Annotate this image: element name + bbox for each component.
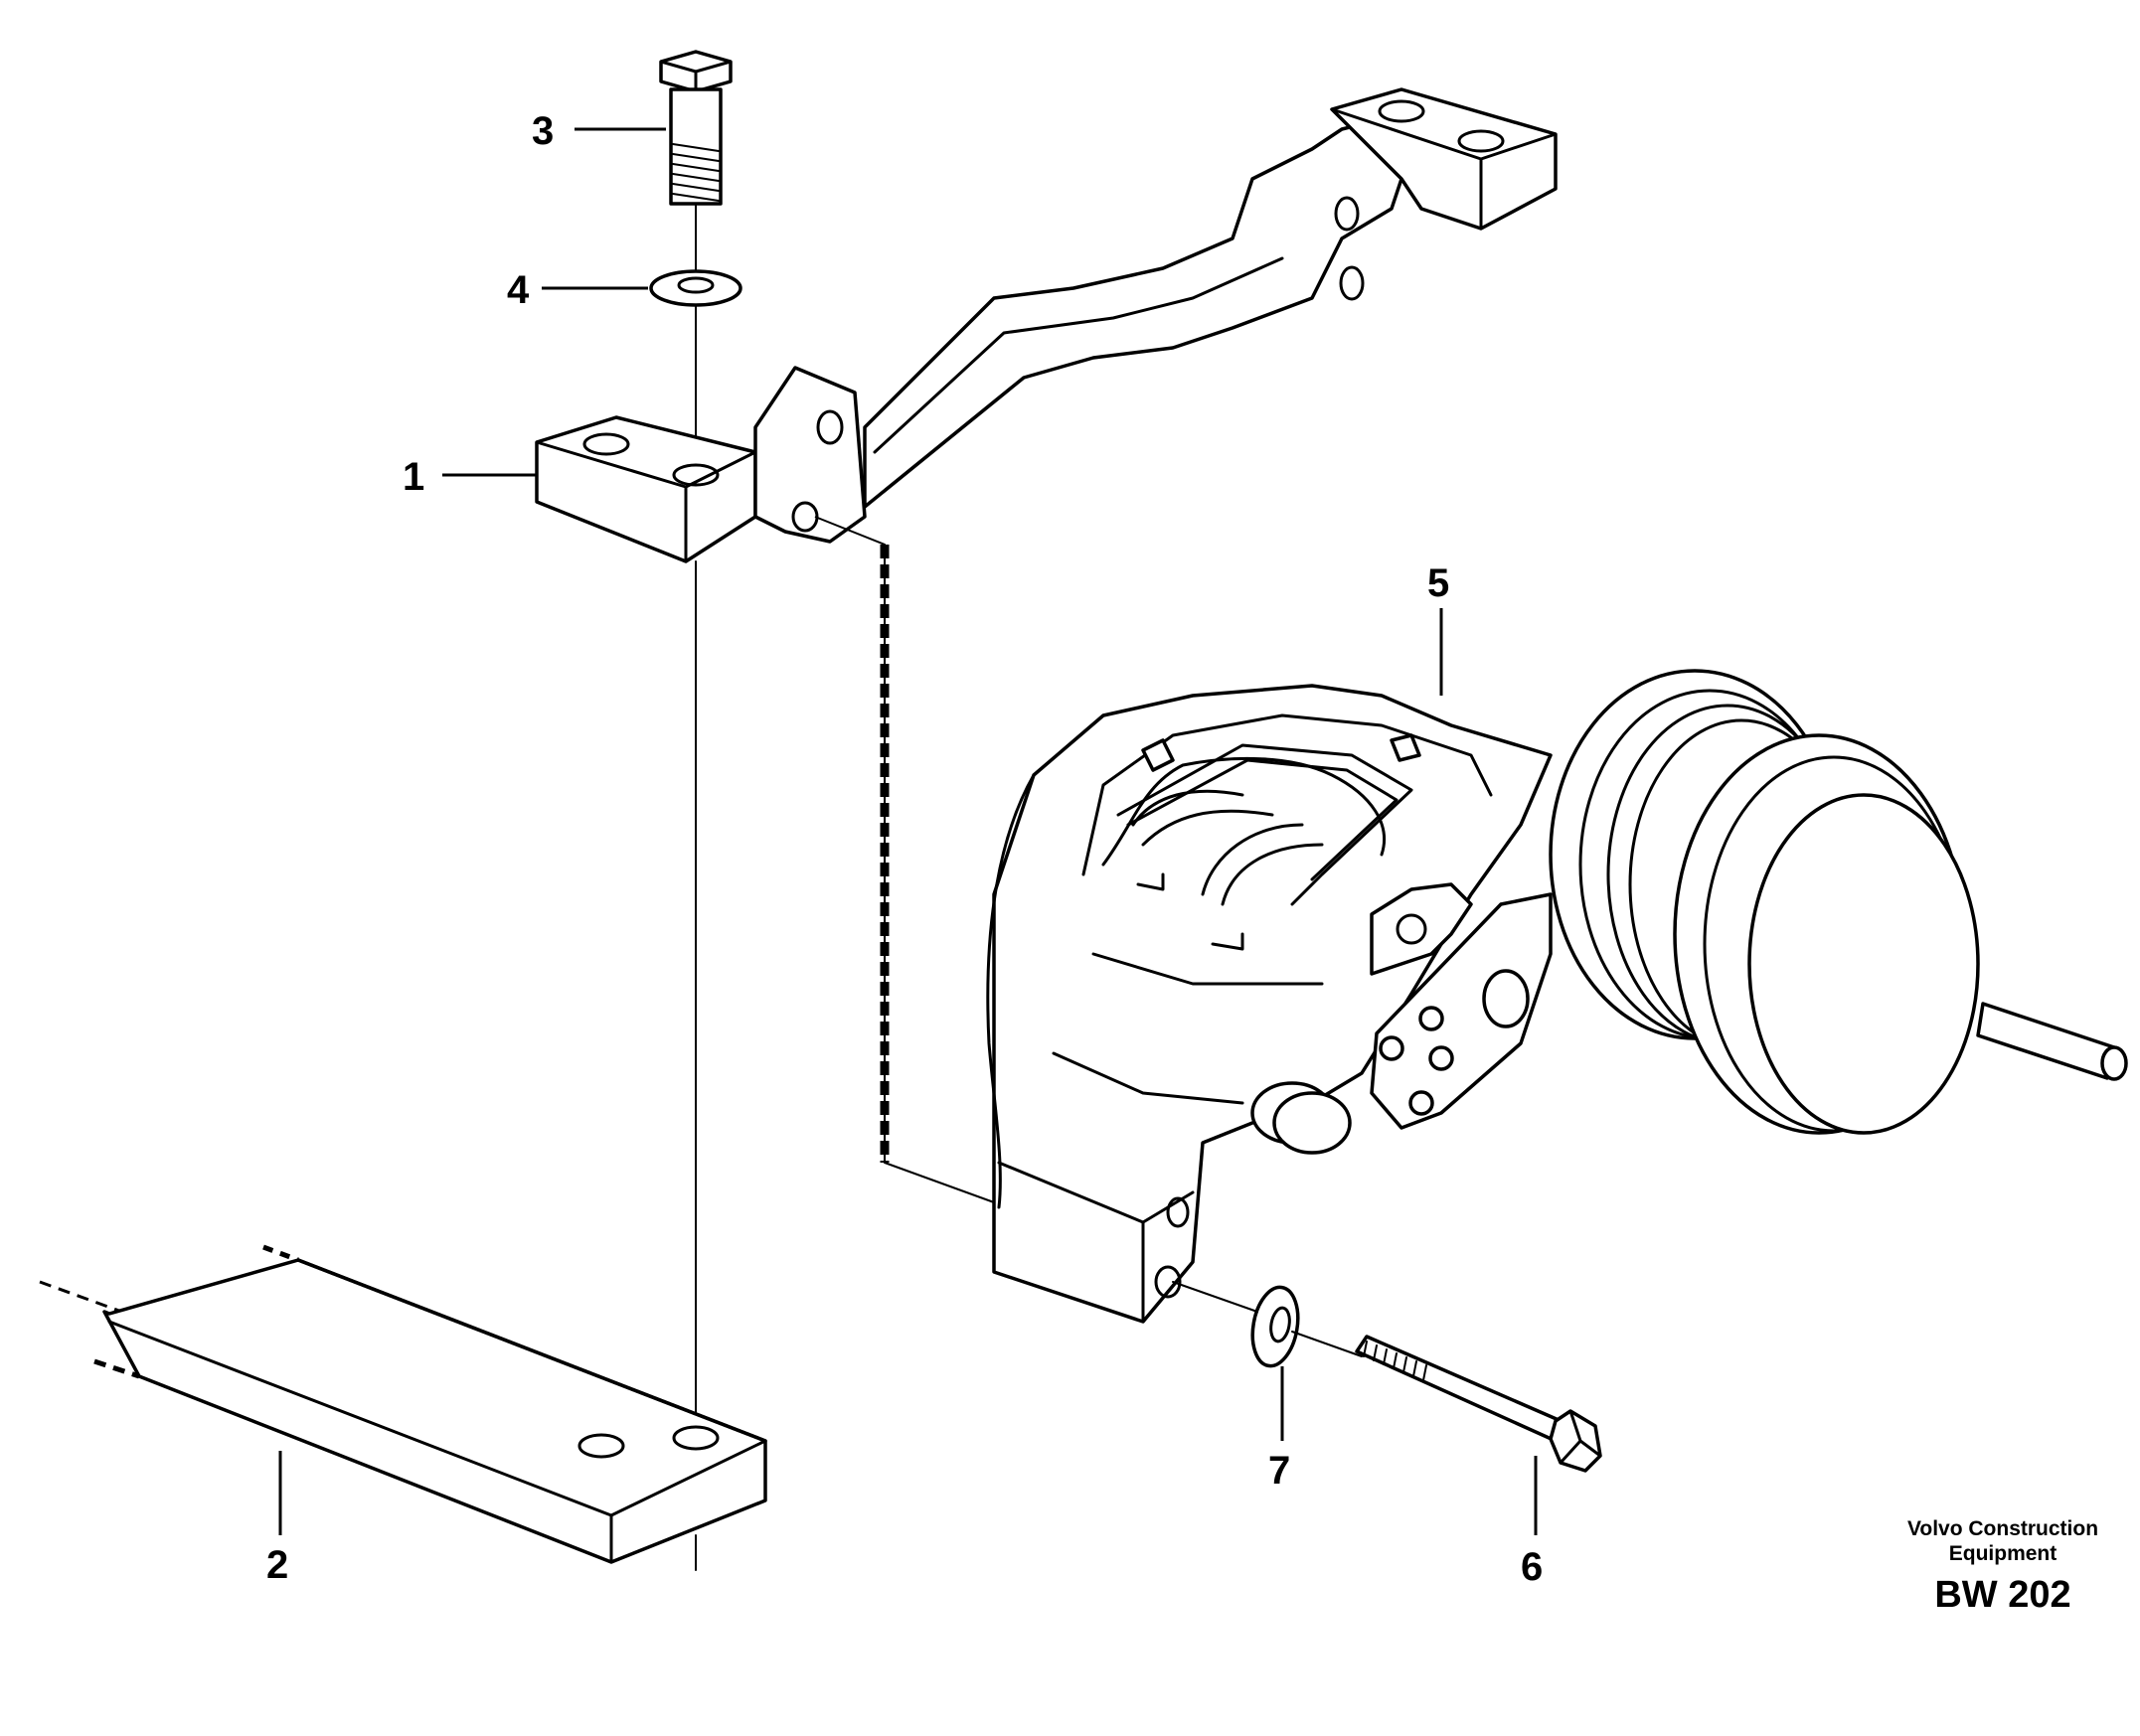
bolt-part-6[interactable] (1355, 1335, 1602, 1473)
bolt-part-3[interactable] (659, 50, 733, 206)
assembly-line-washer-7 (1172, 1281, 1258, 1313)
callout-3: 3 (532, 109, 554, 153)
callout-1: 1 (403, 455, 424, 499)
brand-line-2: Equipment (1949, 1542, 2058, 1565)
brand-line-1: Volvo Construction (1907, 1517, 2098, 1540)
caliper-part-5[interactable] (986, 669, 2128, 1324)
bracket-part-1[interactable] (535, 87, 1558, 563)
washer-part-4[interactable] (649, 269, 742, 307)
callout-4: 4 (507, 268, 530, 312)
callout-5: 5 (1427, 561, 1449, 605)
assembly-line-caliper (884, 1162, 995, 1203)
callout-6: 6 (1521, 1545, 1543, 1589)
callout-leaders (278, 127, 1538, 1535)
callout-2: 2 (266, 1543, 288, 1587)
washer-part-7[interactable] (1246, 1284, 1303, 1369)
model-code: BW 202 (1934, 1574, 2070, 1616)
assembly-line-bolt-6 (1291, 1331, 1363, 1357)
callout-7: 7 (1268, 1449, 1290, 1493)
plate-part-2[interactable] (39, 1244, 767, 1571)
